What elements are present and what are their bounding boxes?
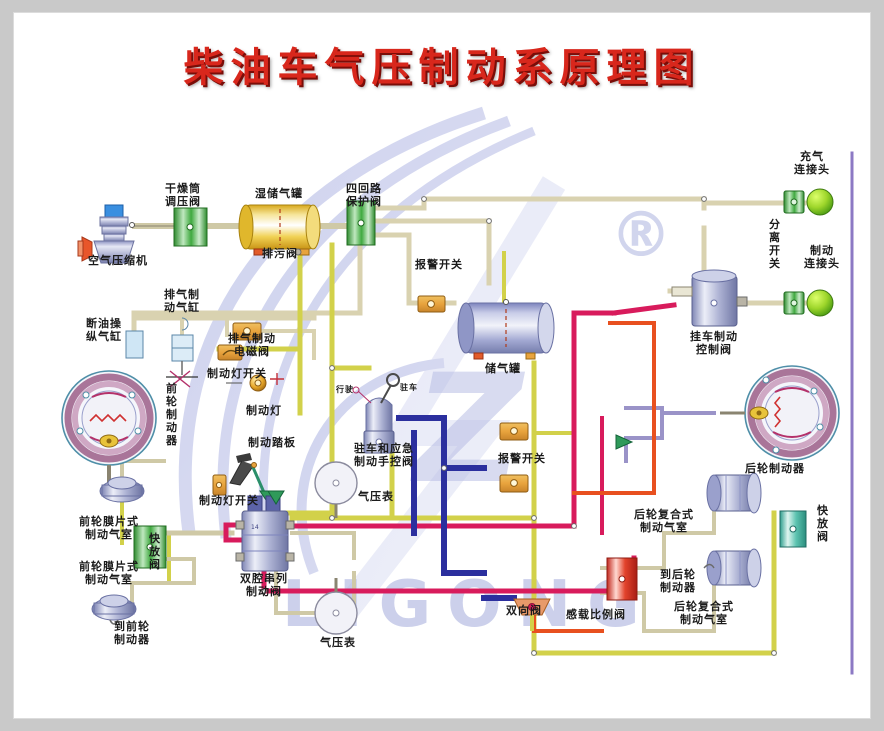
trailer-control-valve[interactable] [671, 269, 748, 327]
fuel-cutoff-cylinder[interactable] [125, 330, 144, 359]
dual-circuit-brake-valve[interactable]: 14 [235, 495, 295, 572]
label-dryer-pressure-valve: 干燥筒 调压阀 [165, 182, 201, 208]
label-brake-light: 制动灯 [246, 404, 282, 417]
rear-brake-drum[interactable] [720, 365, 840, 461]
label-main-air-tank: 储气罐 [485, 362, 521, 375]
label-alarm-switch-lower: 报警开关 [498, 452, 546, 465]
label-brake-light-switch-2: 制动灯开关 [199, 494, 259, 507]
brake-light-switch-1[interactable] [217, 344, 243, 361]
return-spring [89, 413, 127, 423]
label-quick-release-rear: 快 放 阀 [817, 504, 829, 543]
label-to-rear-wheel-brake: 到后轮 制动器 [660, 568, 696, 594]
pipe-blue-park [396, 415, 487, 471]
return-spring [773, 396, 782, 428]
front-brake-drum[interactable] [61, 370, 157, 483]
label-exhaust-brake-cylinder: 排气制 动气缸 [164, 288, 200, 314]
label-brake-coupling: 制动 连接头 [804, 244, 840, 270]
label-exhaust-brake-solenoid: 排气制动 电磁阀 [228, 332, 276, 358]
label-charge-coupling: 充气 连接头 [794, 150, 830, 176]
label-shuttle-valve: 双向阀 [506, 604, 542, 617]
label-rear-chamber-top: 后轮复合式 制动气室 [634, 508, 694, 534]
brake-light-switch-2[interactable] [212, 474, 227, 496]
label-load-sensing-valve: 感载比例阀 [566, 608, 626, 621]
alarm-switch-block-3[interactable] [499, 474, 529, 493]
label-dual-chamber-valve: 双腔串列 制动阀 [240, 572, 288, 598]
flow-arrow-front [267, 490, 285, 505]
label-front-wheel-brake: 前 轮 制 动 器 [166, 382, 178, 447]
label-trailer-brake-valve: 挂车制动 控制阀 [690, 330, 738, 356]
alarm-switch-block-2[interactable] [499, 422, 529, 441]
label-rear-wheel-brake: 后轮制动器 [745, 462, 805, 475]
label-pressure-gauge-bottom: 气压表 [320, 636, 356, 649]
label-rear-chamber-bottom: 后轮复合式 制动气室 [674, 600, 734, 626]
quick-release-valve-rear[interactable] [779, 510, 807, 548]
label-air-compressor: 空气压缩机 [88, 254, 148, 267]
pipe-yellow-bottom-loop [531, 515, 777, 656]
label-park-emergency-valve: 驻车和应急 制动手控阀 [354, 442, 414, 468]
hand-control-valve[interactable] [352, 373, 400, 454]
rear-combined-chamber-bottom[interactable] [703, 548, 762, 588]
shuttle-check-valve[interactable] [513, 598, 551, 631]
air-compressor-body[interactable] [77, 204, 135, 264]
charge-connector[interactable] [783, 188, 834, 216]
rear-combined-chamber-top[interactable] [706, 472, 762, 514]
label-pressure-gauge-top: 气压表 [358, 490, 394, 503]
svg-text:14: 14 [251, 524, 259, 531]
alarm-switch-block-1[interactable] [417, 295, 446, 313]
pressure-gauge-dial-2[interactable] [314, 578, 358, 635]
label-park-position: 驻车 [400, 383, 418, 392]
label-four-circuit-valve: 四回路 保护阀 [346, 182, 382, 208]
main-reservoir-tank[interactable] [457, 299, 555, 360]
pressure-gauge-dial-1[interactable] [314, 461, 358, 518]
label-front-chamber-1: 前轮膜片式 制动气室 [79, 515, 139, 541]
flow-arrow-rear [615, 434, 634, 450]
pipe-red-lower [261, 537, 637, 594]
front-diaphragm-chamber-1[interactable] [99, 476, 145, 503]
label-front-chamber-2: 前轮膜片式 制动气室 [79, 560, 139, 586]
wet-reservoir-tank[interactable] [238, 204, 321, 256]
pipe-junctions [119, 196, 777, 656]
brake-light-lamp[interactable] [226, 373, 284, 392]
label-wet-air-tank: 湿储气罐 [255, 187, 303, 200]
pipe-fc-to-maintank [371, 218, 492, 286]
pipe-purple-rear [624, 406, 664, 463]
label-drain-valve: 排污阀 [262, 247, 298, 260]
front-diaphragm-chamber-2[interactable] [91, 594, 137, 625]
label-fuel-cutoff-cylinder: 断油操 纵气缸 [86, 317, 122, 343]
label-quick-release-front: 快 放 阀 [149, 532, 161, 571]
exhaust-brake-solenoid-valve[interactable] [232, 322, 262, 341]
label-separation-switch: 分 离 开 关 [769, 218, 781, 270]
page-title: 柴油车气压制动系原理图 [183, 45, 701, 91]
brake-connector[interactable] [783, 289, 834, 317]
label-to-front-wheel-brake: 到前轮 制动器 [114, 620, 150, 646]
label-drive-position: 行驶 [336, 385, 354, 394]
dryer-regulator-valve[interactable] [173, 207, 208, 247]
pipe-fc-to-exhaustline [131, 240, 363, 334]
label-brake-pedal: 制动踏板 [248, 436, 296, 449]
pipe-solenoid-out [259, 329, 316, 360]
four-circuit-protection-valve[interactable] [346, 200, 376, 246]
quick-release-valve-front[interactable] [133, 525, 167, 569]
label-brake-light-switch-1: 制动灯开关 [207, 367, 267, 380]
load-sensing-proportioning-valve[interactable] [606, 557, 638, 601]
diagram-frame: 柴油车气压制动系原理图 Z ® LIGONG [14, 13, 870, 718]
exhaust-brake-cylinder[interactable] [166, 317, 198, 388]
label-alarm-switch-top: 报警开关 [415, 258, 463, 271]
